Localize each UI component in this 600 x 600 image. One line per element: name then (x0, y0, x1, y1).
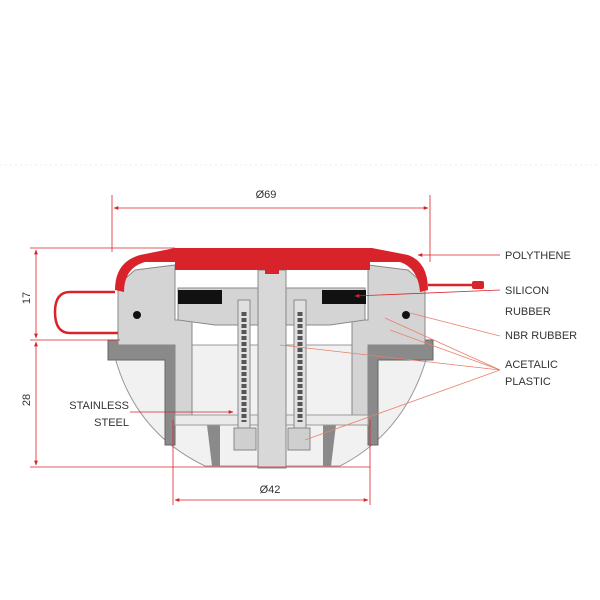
stainless-steel-stem (233, 269, 311, 469)
leader-lines (130, 253, 501, 441)
nbr-o-ring-right (402, 311, 410, 319)
silicon-rubber-seal-right (322, 290, 366, 304)
label-nbr-rubber: NBR RUBBER (505, 330, 577, 342)
label-rubber: RUBBER (505, 306, 551, 318)
tether-loop (53, 290, 118, 335)
label-stainless: STAINLESS (69, 400, 129, 412)
height-17-label: 17 (21, 292, 33, 304)
label-plastic: PLASTIC (505, 376, 551, 388)
label-polythene: POLYTHENE (505, 250, 571, 262)
tether-tip (472, 281, 484, 289)
dimension-lines (30, 195, 431, 505)
silicon-rubber-seal-left (178, 290, 222, 304)
label-acetalic: ACETALIC (505, 359, 558, 371)
label-silicon: SILICON (505, 285, 549, 297)
label-steel: STEEL (94, 417, 129, 429)
height-28-label: 28 (21, 394, 33, 406)
acetalic-body (117, 264, 426, 426)
nbr-o-ring-left (133, 311, 141, 319)
polythene-cap (53, 248, 484, 335)
diameter-69-label: Ø69 (256, 189, 277, 201)
diameter-42-label: Ø42 (260, 484, 281, 496)
spring-coils (241, 312, 303, 422)
